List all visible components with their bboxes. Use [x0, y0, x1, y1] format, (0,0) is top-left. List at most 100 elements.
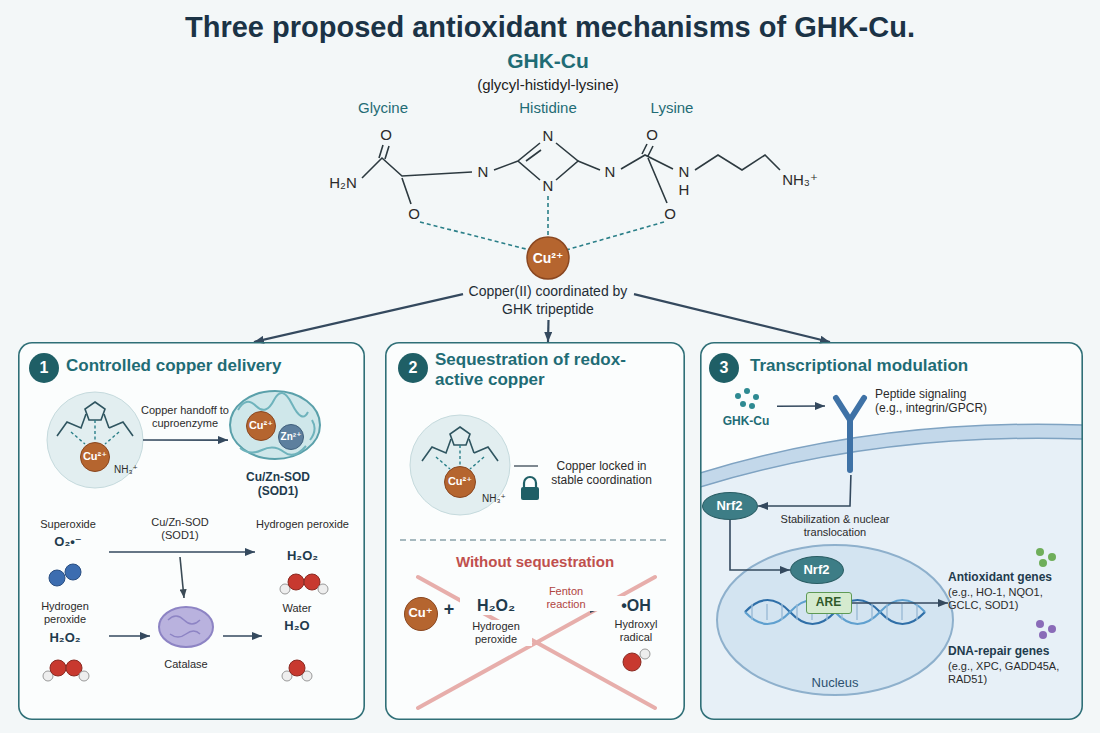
lock-icon	[524, 477, 536, 488]
node-text: (e.g., HO-1, NQO1, GCLC, SOD1)	[948, 586, 1073, 612]
catalase-enzyme	[168, 616, 200, 637]
peroxide-molecule	[79, 671, 89, 681]
node-text: (e.g., XPC, GADD45A, RAD51)	[948, 660, 1073, 686]
peptide-dots	[749, 403, 755, 409]
tripeptide-structure	[494, 143, 578, 180]
divider	[400, 539, 670, 540]
cell	[700, 424, 1083, 487]
peptide-dots	[735, 388, 759, 409]
ion-label: Cu²⁺	[526, 249, 570, 267]
ion-label: Cu²⁺	[80, 442, 110, 472]
gene-dots	[1048, 553, 1056, 561]
peroxide-molecule	[304, 574, 320, 590]
connector-arrow	[223, 635, 262, 637]
atom-label: H	[675, 181, 693, 199]
subject-subtitle: (glycyl-histidyl-lysine)	[418, 76, 678, 94]
node-text: Nrf2	[791, 562, 842, 578]
atom-label: N	[601, 163, 619, 181]
atom-label: O	[660, 205, 680, 223]
tripeptide-structure	[362, 145, 472, 204]
receptor: Peptide signaling (e.g., integrin/GPCR)	[825, 385, 996, 475]
connector-arrow	[634, 294, 830, 342]
peptide: GHK-Cu	[716, 388, 777, 440]
reaction-arrow	[180, 557, 184, 598]
connector-arrow	[254, 294, 463, 342]
connector-arrow	[143, 439, 228, 441]
icon-ground	[47, 392, 143, 488]
node-text: O₂•⁻	[28, 534, 108, 550]
receptor	[836, 398, 864, 470]
enzyme: Cu²⁺Zn²⁺Cu/Zn-SOD (SOD1)	[228, 388, 329, 510]
hydroxyl-molecule	[623, 653, 641, 671]
cell	[700, 424, 1083, 720]
atom-label: N	[675, 163, 693, 181]
superoxide-molecule	[49, 570, 65, 586]
sod1-enzyme	[230, 391, 320, 459]
caption-box: Copper(II) coordinated by GHK tripeptide	[463, 283, 634, 320]
gene-dots	[1036, 548, 1044, 556]
tripeptide-structure	[695, 155, 780, 170]
edge-label: Copper handoff to cuproenzyme	[138, 404, 233, 430]
node-text: GHK-Cu	[716, 414, 776, 428]
gene-dots	[1036, 620, 1044, 628]
dna-helix	[781, 604, 782, 620]
dna-helix	[766, 604, 767, 620]
reaction-plus: +	[439, 599, 459, 619]
molecule: WaterH₂O	[262, 598, 333, 688]
node-text: Transcriptional modulation	[750, 356, 1070, 376]
peptide-icon	[422, 427, 498, 469]
node-text: •OH	[600, 596, 672, 615]
panel-ground	[18, 342, 365, 720]
panel-ground	[700, 342, 1083, 720]
edge-label: Stabilization & nuclear translocation	[760, 513, 910, 539]
nucleus-shape	[717, 545, 953, 695]
transcription-factor: Nrf2	[790, 556, 844, 584]
atom-label: N	[539, 177, 557, 195]
lock-icon	[521, 477, 539, 500]
node-text: Copper(II) coordinated by GHK tripeptide	[463, 283, 633, 318]
node-text: Hydrogen peroxide	[255, 518, 350, 531]
node-text: Superoxide	[28, 518, 108, 531]
lock-icon	[521, 487, 539, 500]
mechanism-panel: Transcriptional modulationGHK-Cu Peptide …	[700, 342, 1083, 720]
dna-helix	[856, 604, 857, 620]
atom-label: N	[539, 127, 557, 145]
peptide-dots	[740, 401, 746, 407]
node-text: H₂O	[262, 618, 332, 634]
node-text: Antioxidant genes	[948, 570, 1073, 584]
copper-ion	[527, 237, 569, 279]
sod1-enzyme	[230, 391, 320, 459]
peptide-dots	[753, 394, 759, 400]
copper-ion: Cu⁺	[404, 597, 438, 631]
edge-label: Fenton reaction	[528, 585, 604, 611]
panel-ground	[385, 342, 685, 720]
mechanism-panel: Sequestration of redox-active copperCu²⁺…	[385, 342, 685, 720]
gene-group: DNA-repair genes(e.g., XPC, GADD45A, RAD…	[948, 644, 1074, 694]
gene-dots	[1048, 625, 1056, 633]
dna-helix	[796, 604, 797, 620]
peptide-icon	[57, 402, 133, 444]
callout-number: 3	[709, 359, 739, 377]
catalase-enzyme	[159, 607, 213, 647]
atom-label: NH₃⁺	[778, 171, 822, 189]
catalase-enzyme	[159, 607, 213, 647]
molecule: Hydrogen peroxideH₂O₂	[22, 598, 109, 693]
gene-group: Antioxidant genes (e.g., HO-1, NQO1, GCLC…	[948, 570, 1074, 620]
node-text: ARE	[807, 595, 850, 609]
tripeptide-structure	[578, 144, 673, 203]
ion-label: Cu²⁺	[246, 411, 276, 441]
callout-number: 1	[29, 359, 59, 377]
callout-number: 2	[398, 359, 428, 377]
peptide-dots	[735, 393, 741, 399]
callout-circle	[29, 353, 739, 383]
atom-label: N	[474, 163, 492, 181]
connector-arrow	[109, 635, 150, 637]
node-text: Water	[262, 602, 332, 615]
connector-arrow	[777, 405, 825, 407]
atom-label: O	[642, 126, 662, 144]
node-text: Cu⁺	[405, 605, 436, 621]
residue-name: Histidine	[498, 99, 598, 117]
ion-label: Zn²⁺	[278, 424, 304, 450]
connector-arrow	[730, 520, 790, 570]
